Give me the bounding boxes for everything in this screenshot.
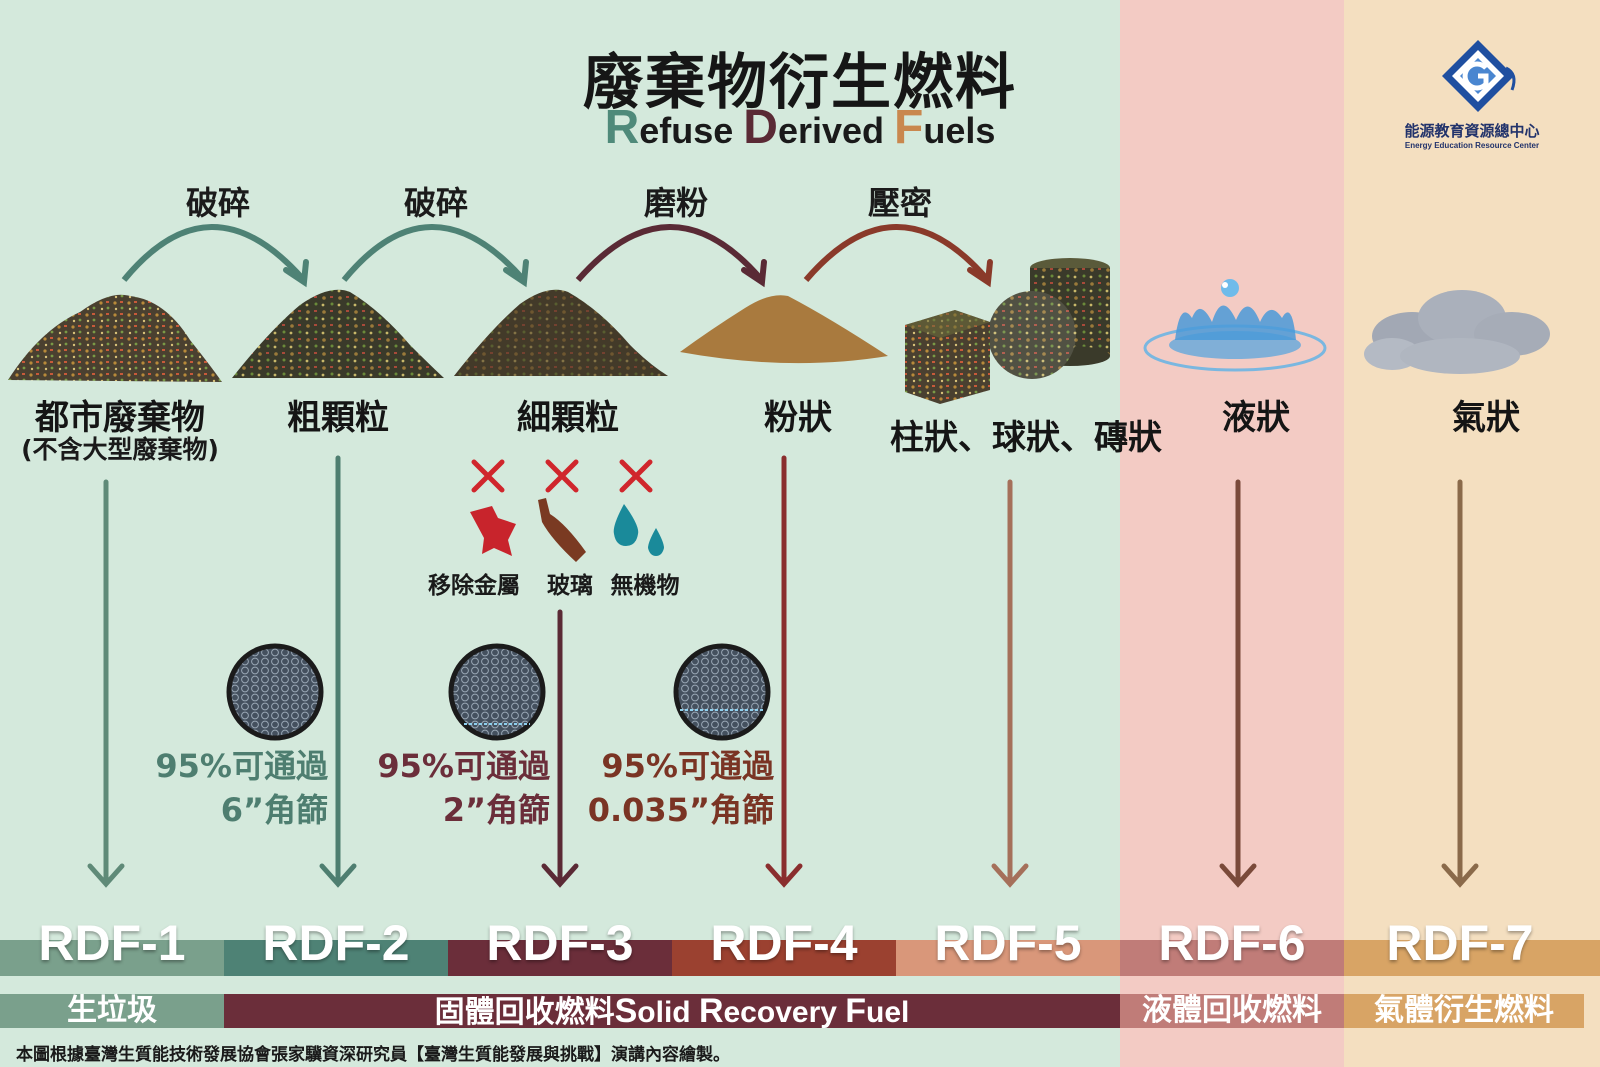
subtitle-word-efuse: efuse (639, 110, 744, 151)
rdf2-band (224, 940, 448, 976)
sieve-caption-0035in-line2: 0.035”角篩 (587, 791, 774, 829)
metal-can-icon (470, 506, 516, 556)
powder-pile-icon (680, 295, 888, 364)
down-arrow-rdf2 (319, 455, 357, 888)
process-arrow-3 (575, 224, 767, 288)
category-srf-en-uel: uel (866, 996, 910, 1029)
sieve-caption-6in-line1: 95%可通過 (155, 747, 328, 785)
category-srf-en-s: S (614, 992, 638, 1030)
sieve-caption-2in-line2: 2”角篩 (442, 791, 550, 829)
bg-zone-pink (1120, 0, 1344, 1067)
stage-label-fine: 細顆粒 (517, 398, 619, 438)
stage-label-coarse: 粗顆粒 (287, 398, 389, 438)
rdf2-label: RDF-2 (262, 915, 410, 971)
fine-pile-texture (454, 289, 668, 376)
footnote: 本圖根據臺灣生質能技術發展協會張家驥資深研究員【臺灣生質能發展與挑戰】演講內容繪… (16, 1045, 730, 1065)
process-arrow-1 (121, 224, 309, 288)
sieve-caption-0035in-line1: 95%可通過 (601, 747, 774, 785)
bg-zone-peach (1344, 0, 1600, 1067)
down-arrow-rdf5 (991, 479, 1029, 888)
down-arrow-rdf6 (1219, 479, 1257, 888)
sieve-caption-6in: 95%可通過 6”角篩 (110, 744, 328, 832)
rdf6-band (1120, 940, 1344, 976)
down-arrow-rdf4 (765, 455, 803, 888)
glass-bottle-icon (538, 498, 586, 562)
remove-x-icon-2 (545, 459, 579, 493)
logo-text-zh: 能源教育資源總中心 (1404, 122, 1540, 140)
rdf1-label: RDF-1 (38, 915, 186, 971)
subtitle-letter-f: F (894, 101, 924, 154)
category-liquid-recovery-fuel: 液體回收燃料 (1120, 994, 1344, 1028)
logo-icon (1442, 40, 1516, 112)
category-srf-en-r: R (698, 992, 724, 1030)
logo-text-en: Energy Education Resource Center (1404, 141, 1540, 150)
stage-label-liquid: 液狀 (1222, 398, 1290, 438)
water-drop-icon (613, 504, 639, 546)
rdf4-label: RDF-4 (710, 915, 858, 971)
rdf6-label: RDF-6 (1158, 915, 1306, 971)
gas-cloud-icon (1364, 290, 1550, 374)
category-srf-en-ecovery: ecovery (723, 996, 846, 1029)
down-arrow-rdf1 (87, 479, 125, 888)
sieve-caption-0035in: 95%可通過 0.035”角篩 (556, 744, 774, 832)
remove-x-icon-1 (471, 459, 505, 493)
rdf7-label: RDF-7 (1386, 915, 1534, 971)
stage-sublabel-municipal-waste: (不含大型廢棄物) (21, 435, 219, 464)
page-title: 廢棄物衍生燃料 (583, 48, 1017, 118)
process-arrow-2 (341, 224, 529, 288)
stage-label-gas: 氣狀 (1452, 398, 1520, 438)
remove-label-metal: 移除金屬 (428, 573, 520, 599)
category-raw-garbage: 生垃圾 (0, 994, 224, 1028)
rdf3-band (448, 940, 672, 976)
water-drop-small-icon (648, 528, 664, 556)
down-arrow-rdf3 (541, 609, 579, 888)
page-subtitle: Refuse Derived Fuels (0, 100, 1600, 155)
subtitle-word-erived: erived (777, 110, 895, 151)
stage-label-compacted: 柱狀、球狀、磚狀 (890, 418, 1162, 458)
coarse-pile-icon (232, 289, 444, 378)
sieve-6in-icon (226, 643, 324, 741)
compacted-shapes-icon (905, 258, 1110, 404)
subtitle-letter-d: D (743, 101, 778, 154)
sieve-2in-icon (448, 643, 546, 741)
sieve-caption-6in-line2: 6”角篩 (220, 791, 328, 829)
sieve-caption-2in-line1: 95%可通過 (377, 747, 550, 785)
subtitle-letter-r: R (604, 101, 640, 154)
stage-label-powder: 粉狀 (764, 398, 832, 438)
liquid-splash-icon (1143, 279, 1327, 372)
waste-pile-icon (8, 294, 222, 382)
remove-x-icon-3 (619, 459, 653, 493)
stage-label-municipal-waste: 都市廢棄物 (35, 398, 205, 438)
down-arrow-rdf7 (1441, 479, 1479, 888)
process-label-grind: 磨粉 (643, 184, 708, 222)
category-solid-recovery-fuel: 固體回收燃料Solid Recovery Fuel (224, 992, 1120, 1030)
process-arrow-4 (803, 224, 993, 288)
rdf7-band (1344, 940, 1600, 976)
sieve-caption-2in: 95%可通過 2”角篩 (332, 744, 550, 832)
category-srf-en-f: F (845, 992, 867, 1030)
rdf5-label: RDF-5 (934, 915, 1082, 971)
rdf5-band (896, 940, 1120, 976)
rdf4-band (672, 940, 896, 976)
remove-label-glass: 玻璃 (547, 573, 593, 599)
process-label-crush-1: 破碎 (185, 184, 250, 222)
process-label-compact: 壓密 (867, 184, 932, 222)
rdf1-band (0, 940, 224, 976)
sieve-0035in-icon (673, 643, 771, 741)
remove-label-inorganic: 無機物 (610, 573, 680, 599)
process-label-crush-2: 破碎 (403, 184, 468, 222)
category-gas-derived-fuel: 氣體衍生燃料 (1344, 994, 1584, 1028)
rdf3-label: RDF-3 (486, 915, 634, 971)
subtitle-word-uels: uels (923, 110, 996, 151)
category-srf-en-olid: olid (637, 996, 699, 1029)
category-srf-zh: 固體回收燃料 (434, 995, 615, 1030)
